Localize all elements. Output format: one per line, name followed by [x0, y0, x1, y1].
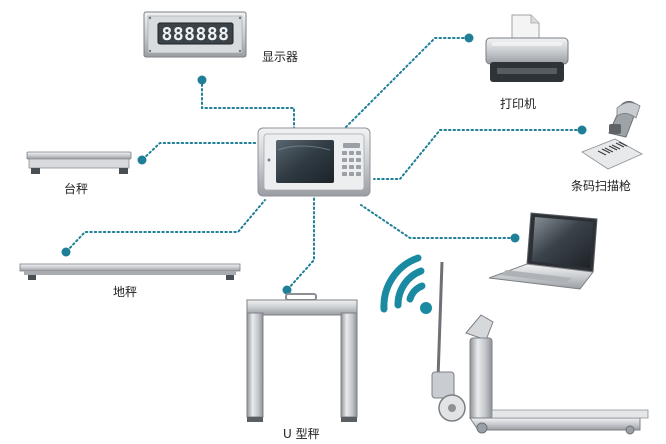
link-scanner — [373, 129, 582, 180]
wifi-icon — [380, 254, 432, 314]
label-floor: 地秤 — [113, 285, 137, 299]
label-scanner: 条码扫描枪 — [571, 178, 631, 193]
weighing-terminal — [257, 127, 371, 197]
floor-scale-icon — [19, 263, 241, 280]
terminal-screen — [276, 140, 334, 183]
numeric-display-device: 888888 — [143, 11, 247, 58]
dot-laptop — [510, 233, 520, 243]
link-display — [201, 79, 295, 131]
dot-floor — [61, 247, 71, 257]
device-labels: 显示器 打印机 条码扫描枪 台秤 地秤 U 型秤 — [64, 50, 631, 441]
label-platform: 台秤 — [64, 181, 88, 196]
barcode-lines — [597, 141, 628, 156]
label-printer: 打印机 — [500, 97, 536, 111]
dot-scanner — [577, 125, 587, 135]
connection-lines — [66, 37, 582, 290]
label-uscale: U 型秤 — [283, 427, 320, 441]
platform-scale-icon — [26, 151, 132, 174]
link-uscale — [287, 195, 315, 290]
u-shaped-scale-icon — [246, 293, 358, 422]
link-endpoints — [61, 33, 587, 295]
link-platform — [142, 142, 259, 160]
link-floor — [66, 199, 266, 252]
dot-platform — [137, 155, 147, 165]
pallet-truck-scale-icon — [431, 261, 649, 435]
printer-icon — [485, 14, 569, 82]
barcode-scanner-icon — [581, 100, 643, 170]
dot-uscale — [282, 285, 292, 295]
link-printer — [342, 37, 469, 131]
display-digits: 888888 — [161, 24, 229, 45]
dot-display — [197, 75, 207, 85]
laptop-icon — [488, 212, 598, 290]
terminal-keypad — [342, 143, 361, 176]
dot-printer — [464, 33, 474, 43]
link-laptop — [360, 204, 515, 239]
label-display: 显示器 — [262, 50, 298, 64]
